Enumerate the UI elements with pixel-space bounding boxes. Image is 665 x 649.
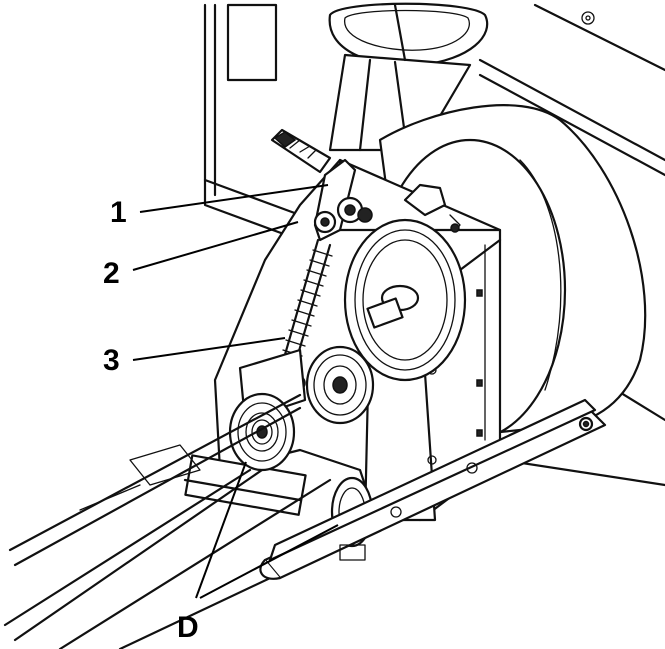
motor-pulley: [343, 218, 467, 382]
drive-pulley-front: [228, 392, 296, 472]
callout-leaders: [132, 184, 339, 599]
callout-1: 1: [110, 196, 127, 229]
wing-knob: [403, 183, 461, 233]
tension-lever: [270, 128, 373, 242]
leader-2: [132, 221, 299, 271]
callout-2: 2: [103, 257, 120, 290]
frame-panel: [203, 3, 302, 242]
leader-1: [139, 184, 329, 213]
callout-3: 3: [103, 344, 120, 377]
callout-d: D: [177, 611, 199, 644]
chute: [328, 2, 489, 152]
leader-d-1: [195, 461, 247, 599]
leader-3: [132, 337, 286, 361]
leader-d-2: [199, 524, 339, 599]
base-rail: [259, 398, 607, 580]
